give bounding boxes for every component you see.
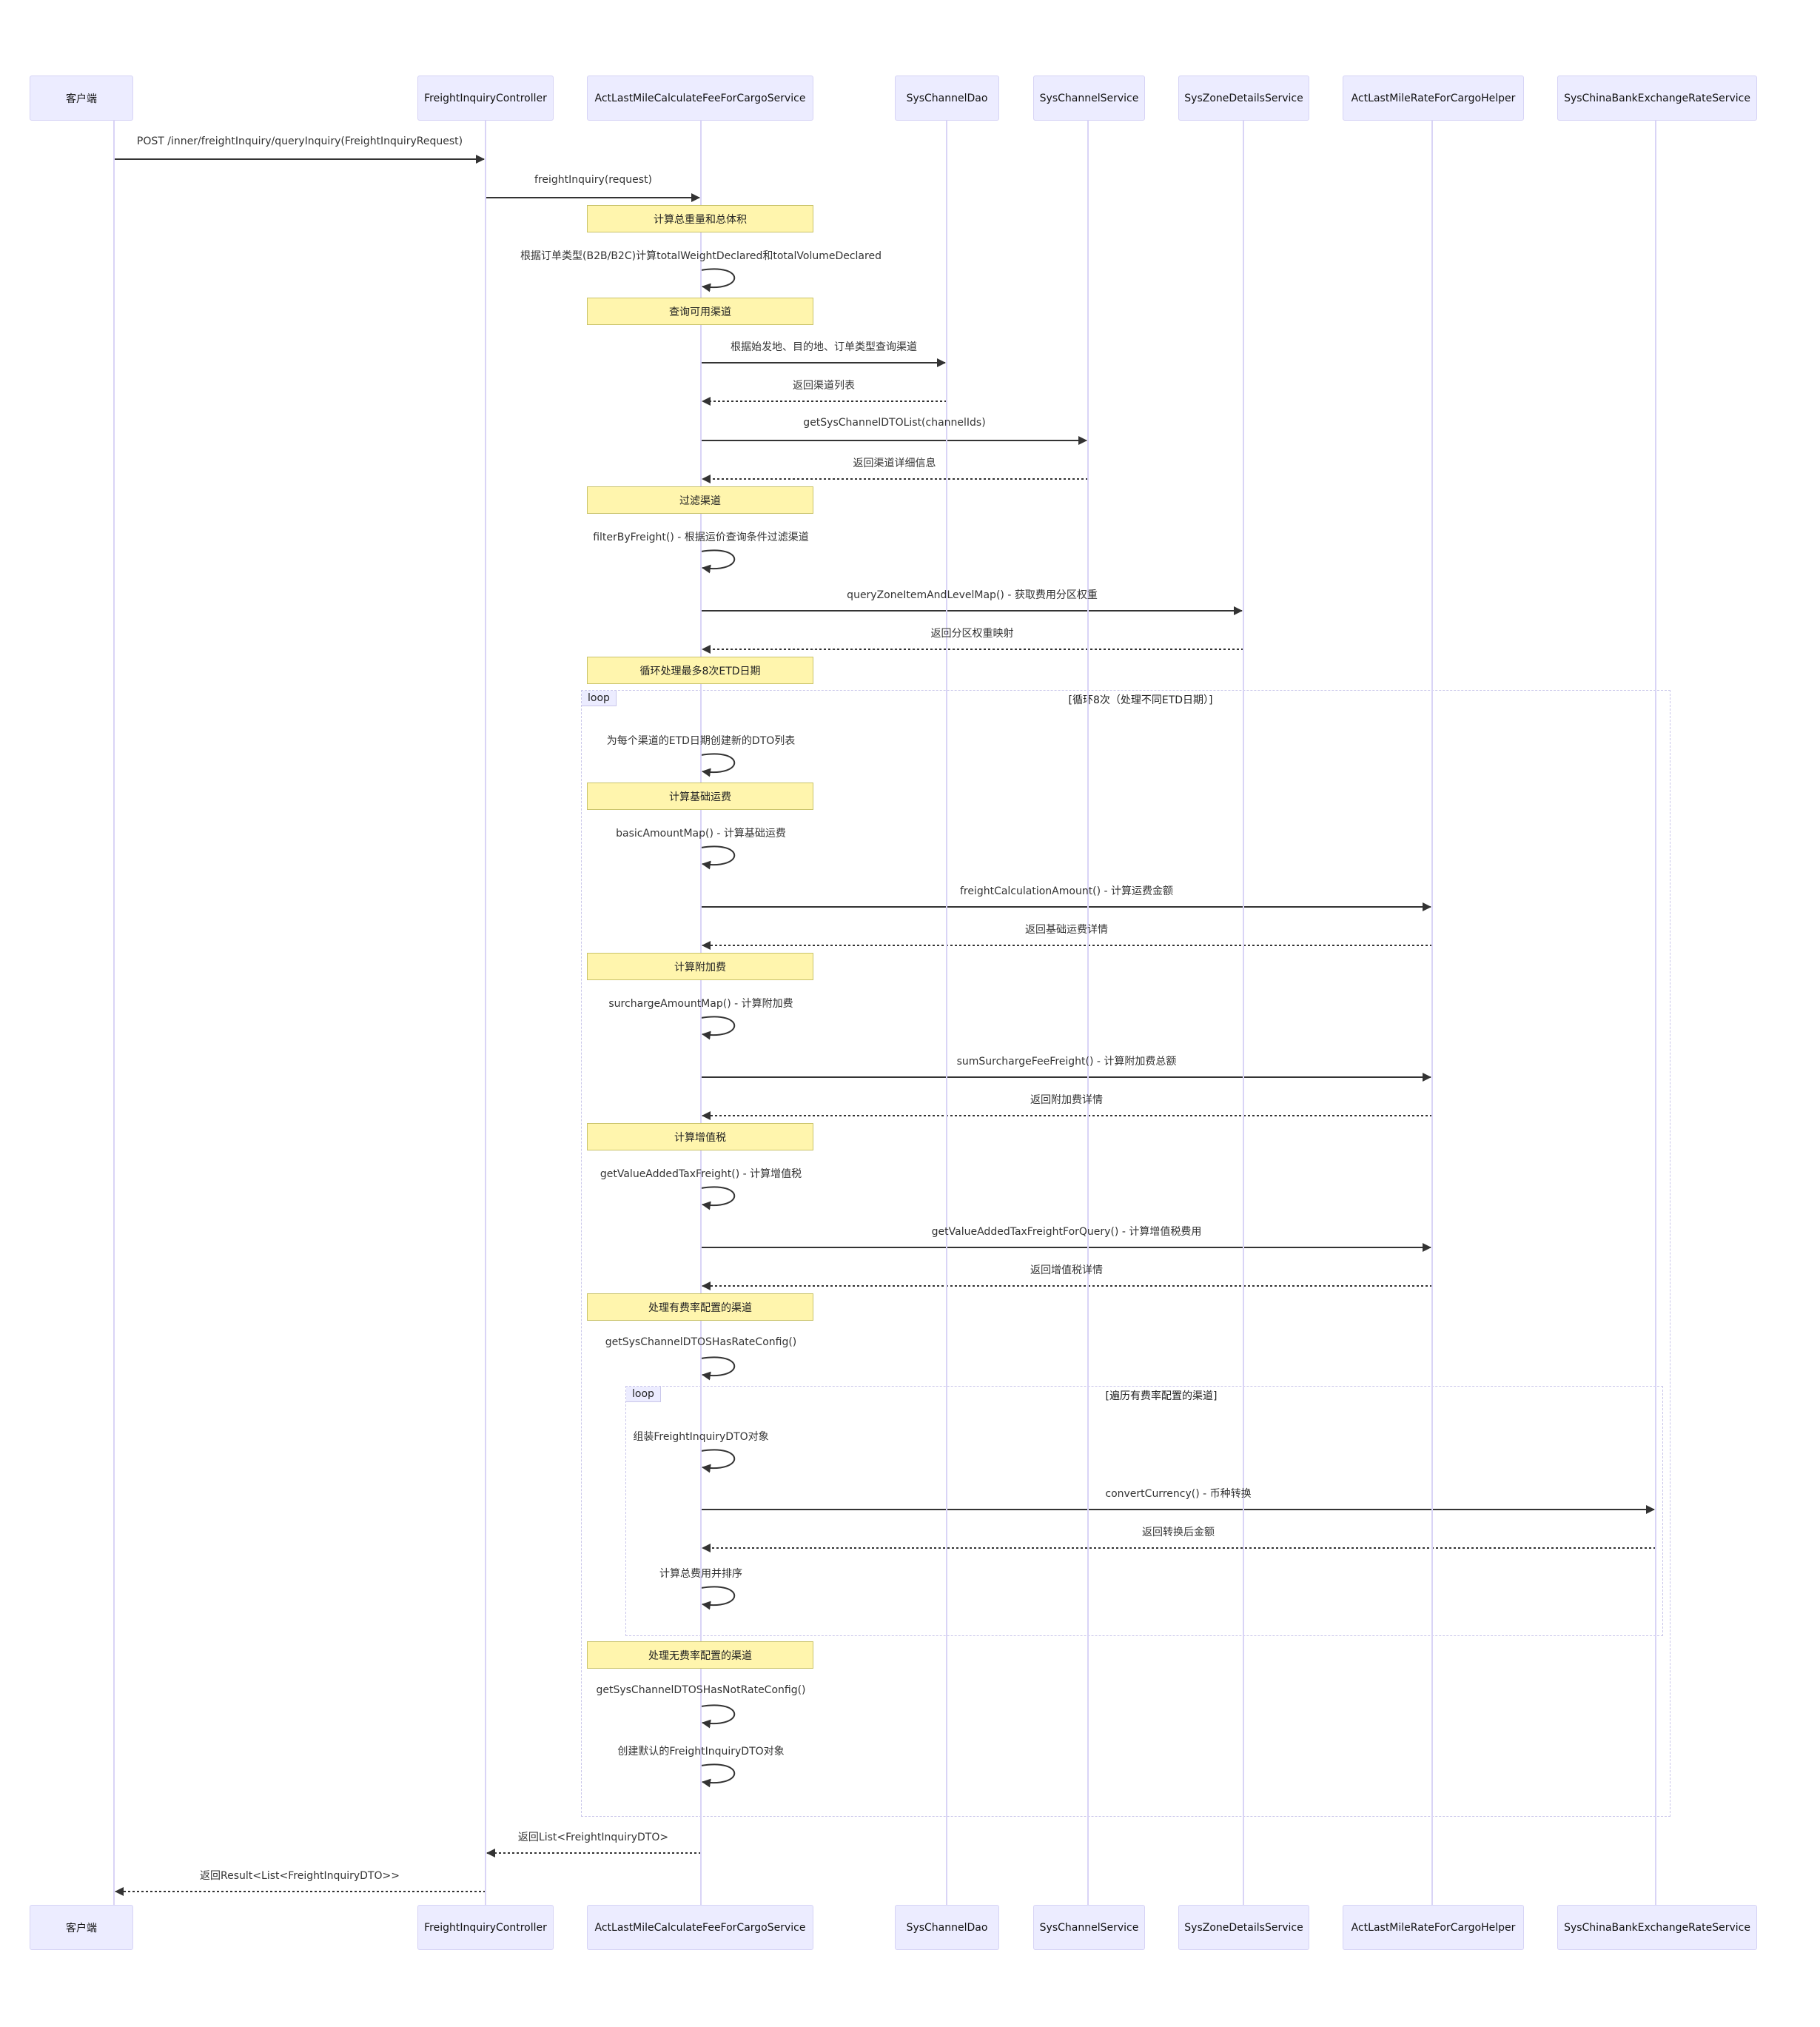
self-call-arrow	[700, 1763, 736, 1788]
message-label: getSysChannelDTOList(channelIds)	[803, 417, 986, 429]
message-label: 返回转换后金额	[1142, 1527, 1215, 1538]
note: 计算增值税	[587, 1123, 813, 1150]
actor-top-zone_service[interactable]: SysZoneDetailsService	[1178, 76, 1309, 121]
message-label: getSysChannelDTOSHasRateConfig()	[605, 1336, 797, 1348]
message-label: convertCurrency() - 币种转换	[1105, 1488, 1252, 1500]
loop-frame: loop [遍历有费率配置的渠道]	[625, 1386, 1663, 1636]
message-label: POST /inner/freightInquiry/queryInquiry(…	[136, 135, 463, 147]
message-label: 为每个渠道的ETD日期创建新的DTO列表	[606, 735, 796, 747]
self-call-arrow	[700, 1586, 736, 1610]
actor-bottom-controller[interactable]: FreightInquiryController	[417, 1905, 554, 1950]
actor-top-calc_service[interactable]: ActLastMileCalculateFeeForCargoService	[587, 76, 813, 121]
loop-tag: loop	[626, 1387, 661, 1402]
actor-bottom-client[interactable]: 客户端	[30, 1905, 133, 1950]
actor-top-client[interactable]: 客户端	[30, 76, 133, 121]
self-call-arrow	[700, 1016, 736, 1040]
actor-bottom-exchange_service[interactable]: SysChinaBankExchangeRateService	[1557, 1905, 1757, 1950]
lifeline-client	[113, 121, 115, 1905]
message-label: 返回基础运费详情	[1025, 924, 1108, 936]
self-call-arrow	[700, 1704, 736, 1729]
loop-condition: [循环8次（处理不同ETD日期）]	[1068, 694, 1213, 706]
note: 计算基础运费	[587, 783, 813, 810]
actor-bottom-calc_service[interactable]: ActLastMileCalculateFeeForCargoService	[587, 1905, 813, 1950]
loop-tag: loop	[582, 691, 617, 706]
actor-top-channel_service[interactable]: SysChannelService	[1033, 76, 1145, 121]
lifeline-calc_service	[700, 121, 702, 1905]
note: 过滤渠道	[587, 486, 813, 514]
message-label: 创建默认的FreightInquiryDTO对象	[617, 1746, 785, 1758]
message-label: 返回增值税详情	[1030, 1264, 1103, 1276]
message-label: surchargeAmountMap() - 计算附加费	[608, 998, 793, 1010]
self-call-arrow	[700, 845, 736, 870]
actor-top-rate_helper[interactable]: ActLastMileRateForCargoHelper	[1343, 76, 1524, 121]
message-label: 返回附加费详情	[1030, 1094, 1103, 1106]
actor-bottom-rate_helper[interactable]: ActLastMileRateForCargoHelper	[1343, 1905, 1524, 1950]
lifeline-controller	[485, 121, 486, 1905]
lifeline-channel_service	[1087, 121, 1089, 1905]
message-label: basicAmountMap() - 计算基础运费	[616, 828, 786, 840]
self-call-arrow	[700, 549, 736, 574]
actor-bottom-zone_service[interactable]: SysZoneDetailsService	[1178, 1905, 1309, 1950]
message-label: 返回List<FreightInquiryDTO>	[517, 1832, 669, 1843]
actor-top-channel_dao[interactable]: SysChannelDao	[895, 76, 999, 121]
actor-bottom-channel_dao[interactable]: SysChannelDao	[895, 1905, 999, 1950]
message-label: 计算总费用并排序	[659, 1568, 742, 1580]
message-label: queryZoneItemAndLevelMap() - 获取费用分区权重	[847, 589, 1098, 601]
actor-bottom-channel_service[interactable]: SysChannelService	[1033, 1905, 1145, 1950]
message-label: 返回分区权重映射	[930, 628, 1014, 640]
self-call-arrow	[700, 1186, 736, 1210]
message-label: freightCalculationAmount() - 计算运费金额	[959, 885, 1174, 897]
message-label: 根据订单类型(B2B/B2C)计算totalWeightDeclared和tot…	[520, 250, 882, 262]
self-call-arrow	[700, 268, 736, 292]
message-label: 返回Result<List<FreightInquiryDTO>>	[200, 1870, 400, 1882]
lifeline-exchange_service	[1655, 121, 1656, 1905]
message-label: getSysChannelDTOSHasNotRateConfig()	[596, 1684, 806, 1696]
note: 查询可用渠道	[587, 298, 813, 325]
note: 计算总重量和总体积	[587, 205, 813, 232]
message-label: 组装FreightInquiryDTO对象	[633, 1431, 769, 1443]
message-label: 返回渠道列表	[793, 380, 855, 392]
note: 处理有费率配置的渠道	[587, 1293, 813, 1321]
message-label: sumSurchargeFeeFreight() - 计算附加费总额	[956, 1056, 1177, 1068]
actor-top-exchange_service[interactable]: SysChinaBankExchangeRateService	[1557, 76, 1757, 121]
self-call-arrow	[700, 753, 736, 777]
message-label: 返回渠道详细信息	[853, 458, 936, 469]
message-label: getValueAddedTaxFreight() - 计算增值税	[600, 1168, 802, 1180]
actor-top-controller[interactable]: FreightInquiryController	[417, 76, 554, 121]
lifeline-zone_service	[1243, 121, 1244, 1905]
loop-frame: loop [循环8次（处理不同ETD日期）]	[581, 690, 1670, 1817]
message-label: getValueAddedTaxFreightForQuery() - 计算增值…	[931, 1226, 1202, 1238]
note: 循环处理最多8次ETD日期	[587, 657, 813, 684]
note: 处理无费率配置的渠道	[587, 1641, 813, 1669]
lifeline-channel_dao	[946, 121, 947, 1905]
self-call-arrow	[700, 1449, 736, 1473]
message-label: filterByFreight() - 根据运价查询条件过滤渠道	[593, 532, 809, 543]
self-call-arrow	[700, 1356, 736, 1381]
lifeline-rate_helper	[1431, 121, 1433, 1905]
loop-condition: [遍历有费率配置的渠道]	[1105, 1390, 1218, 1402]
message-label: 根据始发地、目的地、订单类型查询渠道	[731, 341, 917, 353]
note: 计算附加费	[587, 953, 813, 980]
message-label: freightInquiry(request)	[534, 174, 652, 186]
